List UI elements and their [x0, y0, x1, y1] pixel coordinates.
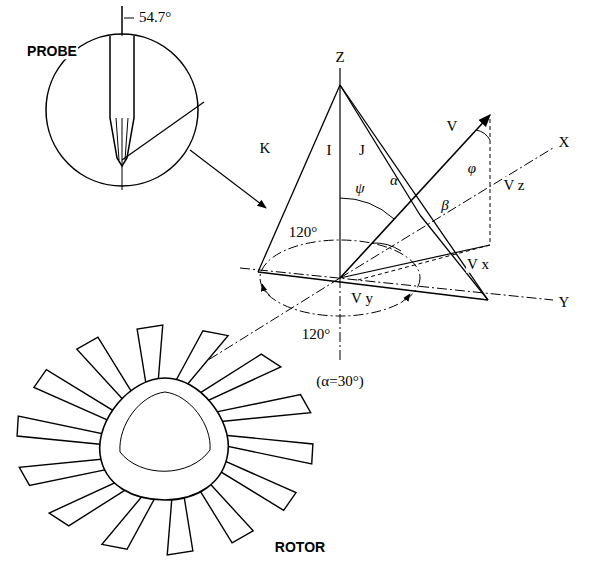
- figure-label: V x: [466, 256, 490, 273]
- probe-hole: [116, 118, 119, 160]
- rotor-blade: [173, 331, 228, 388]
- angle-arrow: [262, 284, 270, 296]
- velocity-vector: [340, 115, 490, 278]
- figure-label: I: [326, 142, 333, 159]
- figure-label: ROTOR: [274, 540, 326, 555]
- vz-component: [490, 119, 491, 245]
- beta-arc: [372, 243, 401, 251]
- rotor-hub: [100, 378, 229, 500]
- y-axis: [240, 268, 553, 300]
- vx-component: [340, 245, 490, 278]
- probe-axis: [205, 278, 340, 362]
- z-axis: [339, 68, 340, 278]
- figure-label: 54.7°: [138, 9, 172, 26]
- angle-tick: [124, 18, 134, 19]
- figure-label: ψ: [354, 180, 365, 197]
- figure-label: X: [558, 134, 571, 151]
- rotor-blade: [102, 492, 157, 549]
- figure-label: V y: [350, 290, 374, 307]
- rotor-blade: [77, 337, 133, 400]
- figure-label: PROBE: [26, 44, 78, 59]
- rotor-blade: [19, 459, 113, 486]
- vy-projection: [358, 245, 490, 280]
- z-axis: [340, 278, 341, 362]
- figure-label: β: [440, 197, 449, 214]
- zoom-arrow: [190, 150, 266, 208]
- rotor-blade: [167, 492, 193, 555]
- rotor: [17, 325, 313, 555]
- rotor-blade: [17, 416, 105, 445]
- psi-arc: [340, 198, 394, 219]
- figure-label: φ: [467, 160, 477, 177]
- angle-arrow: [402, 294, 410, 302]
- figure-label: V: [446, 118, 459, 135]
- rotor-blade: [225, 435, 313, 464]
- figure-label: Y: [558, 294, 571, 311]
- pyramid-edge: [258, 85, 340, 272]
- figure-label: K: [259, 140, 272, 157]
- figure-label: 120°: [288, 224, 319, 241]
- rotor-nose: [120, 392, 210, 471]
- probe-body: [110, 36, 134, 166]
- figure-label: J: [358, 142, 366, 159]
- figure-label: (α=30°): [315, 373, 364, 390]
- probe-hole: [125, 118, 128, 160]
- figure-label: 120°: [301, 326, 332, 343]
- figure-label: V z: [503, 177, 526, 194]
- phi-arc: [476, 130, 490, 140]
- rotor-blade: [217, 395, 311, 422]
- figure-label: Z: [334, 49, 345, 66]
- rotor-blade: [198, 354, 281, 401]
- pyramid-edge: [340, 85, 420, 215]
- probe-hole: [122, 118, 123, 164]
- figure-label: α: [389, 172, 399, 189]
- x-axis: [340, 148, 553, 278]
